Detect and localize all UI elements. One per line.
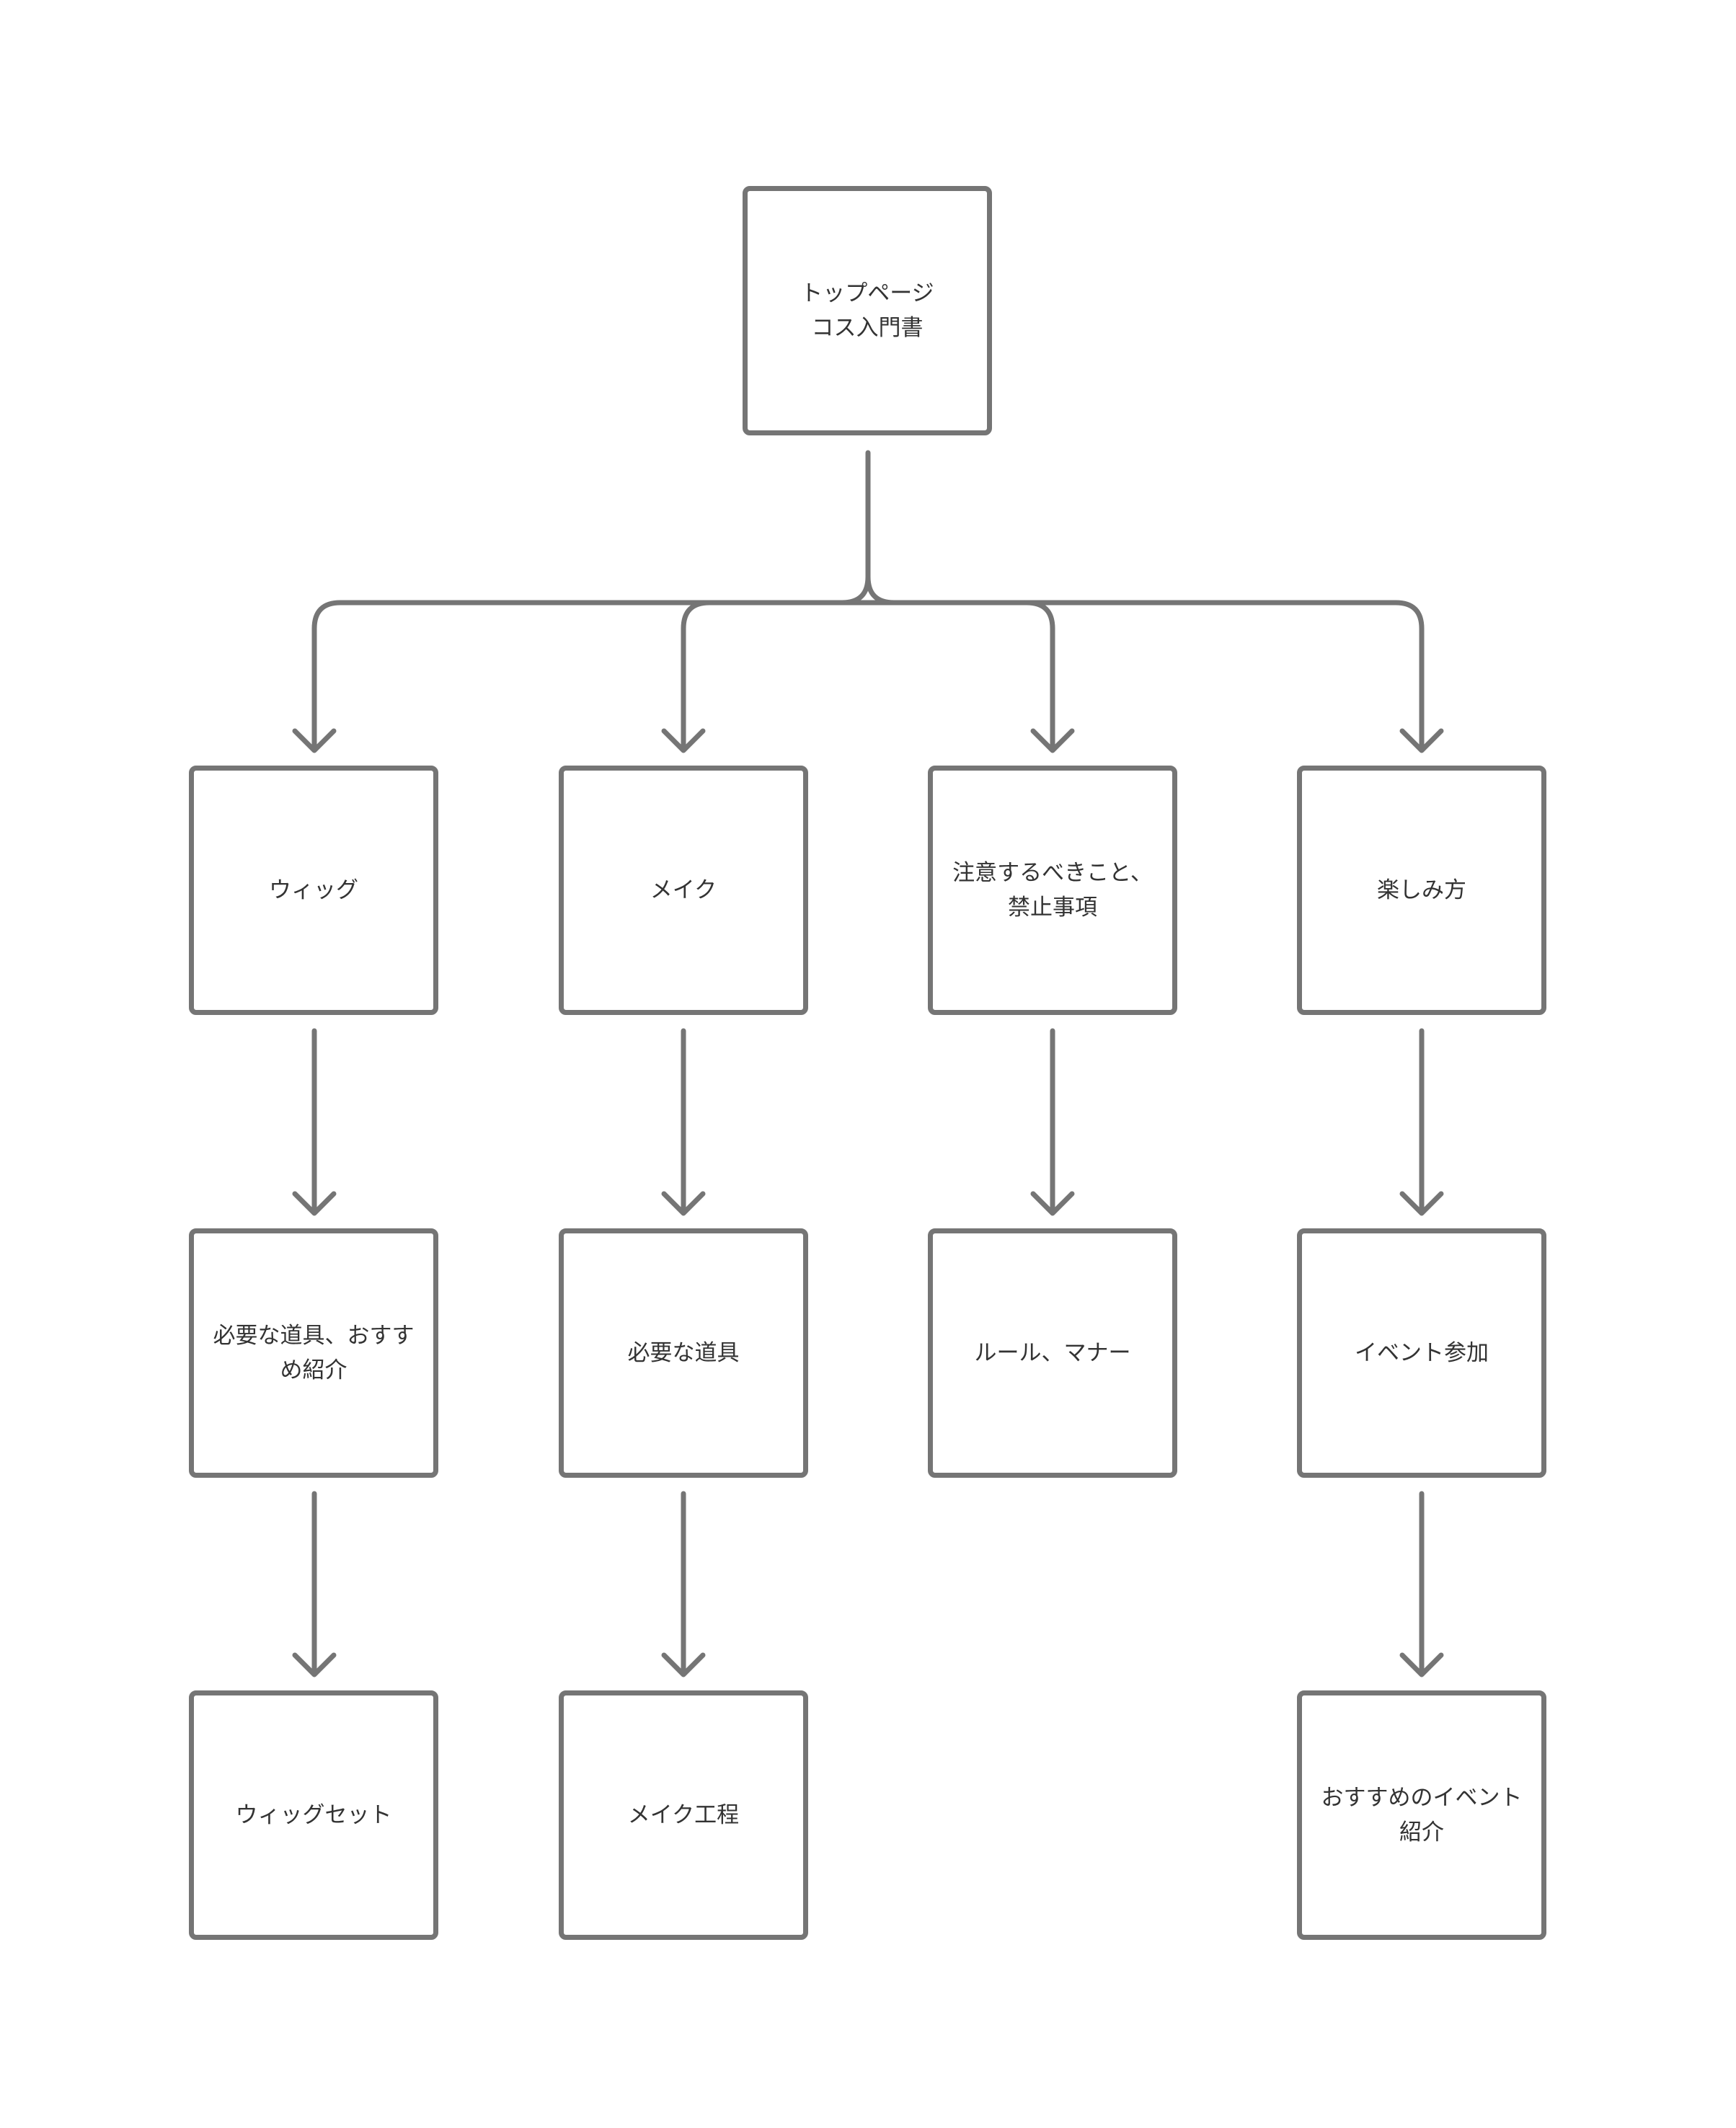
node-cautions: 注意するべきこと、 禁止事項 [928, 766, 1177, 1015]
node-wig-set: ウィッグセット [189, 1690, 438, 1940]
node-enjoy: 楽しみ方 [1297, 766, 1546, 1015]
arrowhead-wig [292, 728, 337, 753]
node-events: イベント参加 [1297, 1228, 1546, 1478]
arrowhead-enjoy [1399, 728, 1444, 753]
node-wig-tools-label: 必要な道具、おすすめ紹介 [213, 1323, 415, 1383]
node-wig-label: ウィッグ [269, 877, 358, 903]
node-rules: ルール、マナー [928, 1228, 1177, 1478]
arrowhead-rules [1030, 1191, 1075, 1216]
node-makeup-tools-label: 必要な道具 [627, 1340, 740, 1366]
node-rules-label: ルール、マナー [974, 1340, 1131, 1366]
node-makeup: メイク [559, 766, 808, 1015]
node-top-page: トップページ コス入門書 [743, 186, 992, 435]
arrowhead-wig-tools [292, 1191, 337, 1216]
node-recommended-events-label: おすすめのイベント 紹介 [1321, 1785, 1523, 1845]
arrowhead-makeup-tools [661, 1191, 706, 1216]
arrowhead-makeup-process [661, 1652, 706, 1677]
edge-top-to-cautions [891, 600, 1055, 753]
node-makeup-label: メイク [650, 877, 717, 903]
arrowhead-wig-set [292, 1652, 337, 1677]
arrowhead-cautions [1030, 728, 1075, 753]
node-wig: ウィッグ [189, 766, 438, 1015]
arrowhead-makeup [661, 728, 706, 753]
arrowhead-recommended-events [1399, 1652, 1444, 1677]
node-makeup-process-label: メイク工程 [627, 1802, 740, 1828]
node-wig-tools: 必要な道具、おすすめ紹介 [189, 1228, 438, 1478]
node-enjoy-label: 楽しみ方 [1377, 877, 1466, 903]
edge-top-to-enjoy [1024, 600, 1425, 753]
edge-top-to-wig [311, 600, 845, 753]
arrowhead-events [1399, 1191, 1444, 1216]
node-recommended-events: おすすめのイベント 紹介 [1297, 1690, 1546, 1940]
node-makeup-tools: 必要な道具 [559, 1228, 808, 1478]
edge-top-trunk [839, 450, 897, 606]
node-top-page-label: トップページ コス入門書 [800, 280, 934, 341]
edge-top-to-makeup [681, 600, 713, 753]
node-cautions-label: 注意するべきこと、 禁止事項 [952, 860, 1153, 921]
node-events-label: イベント参加 [1355, 1340, 1489, 1366]
node-makeup-process: メイク工程 [559, 1690, 808, 1940]
node-wig-set-label: ウィッグセット [235, 1802, 392, 1828]
